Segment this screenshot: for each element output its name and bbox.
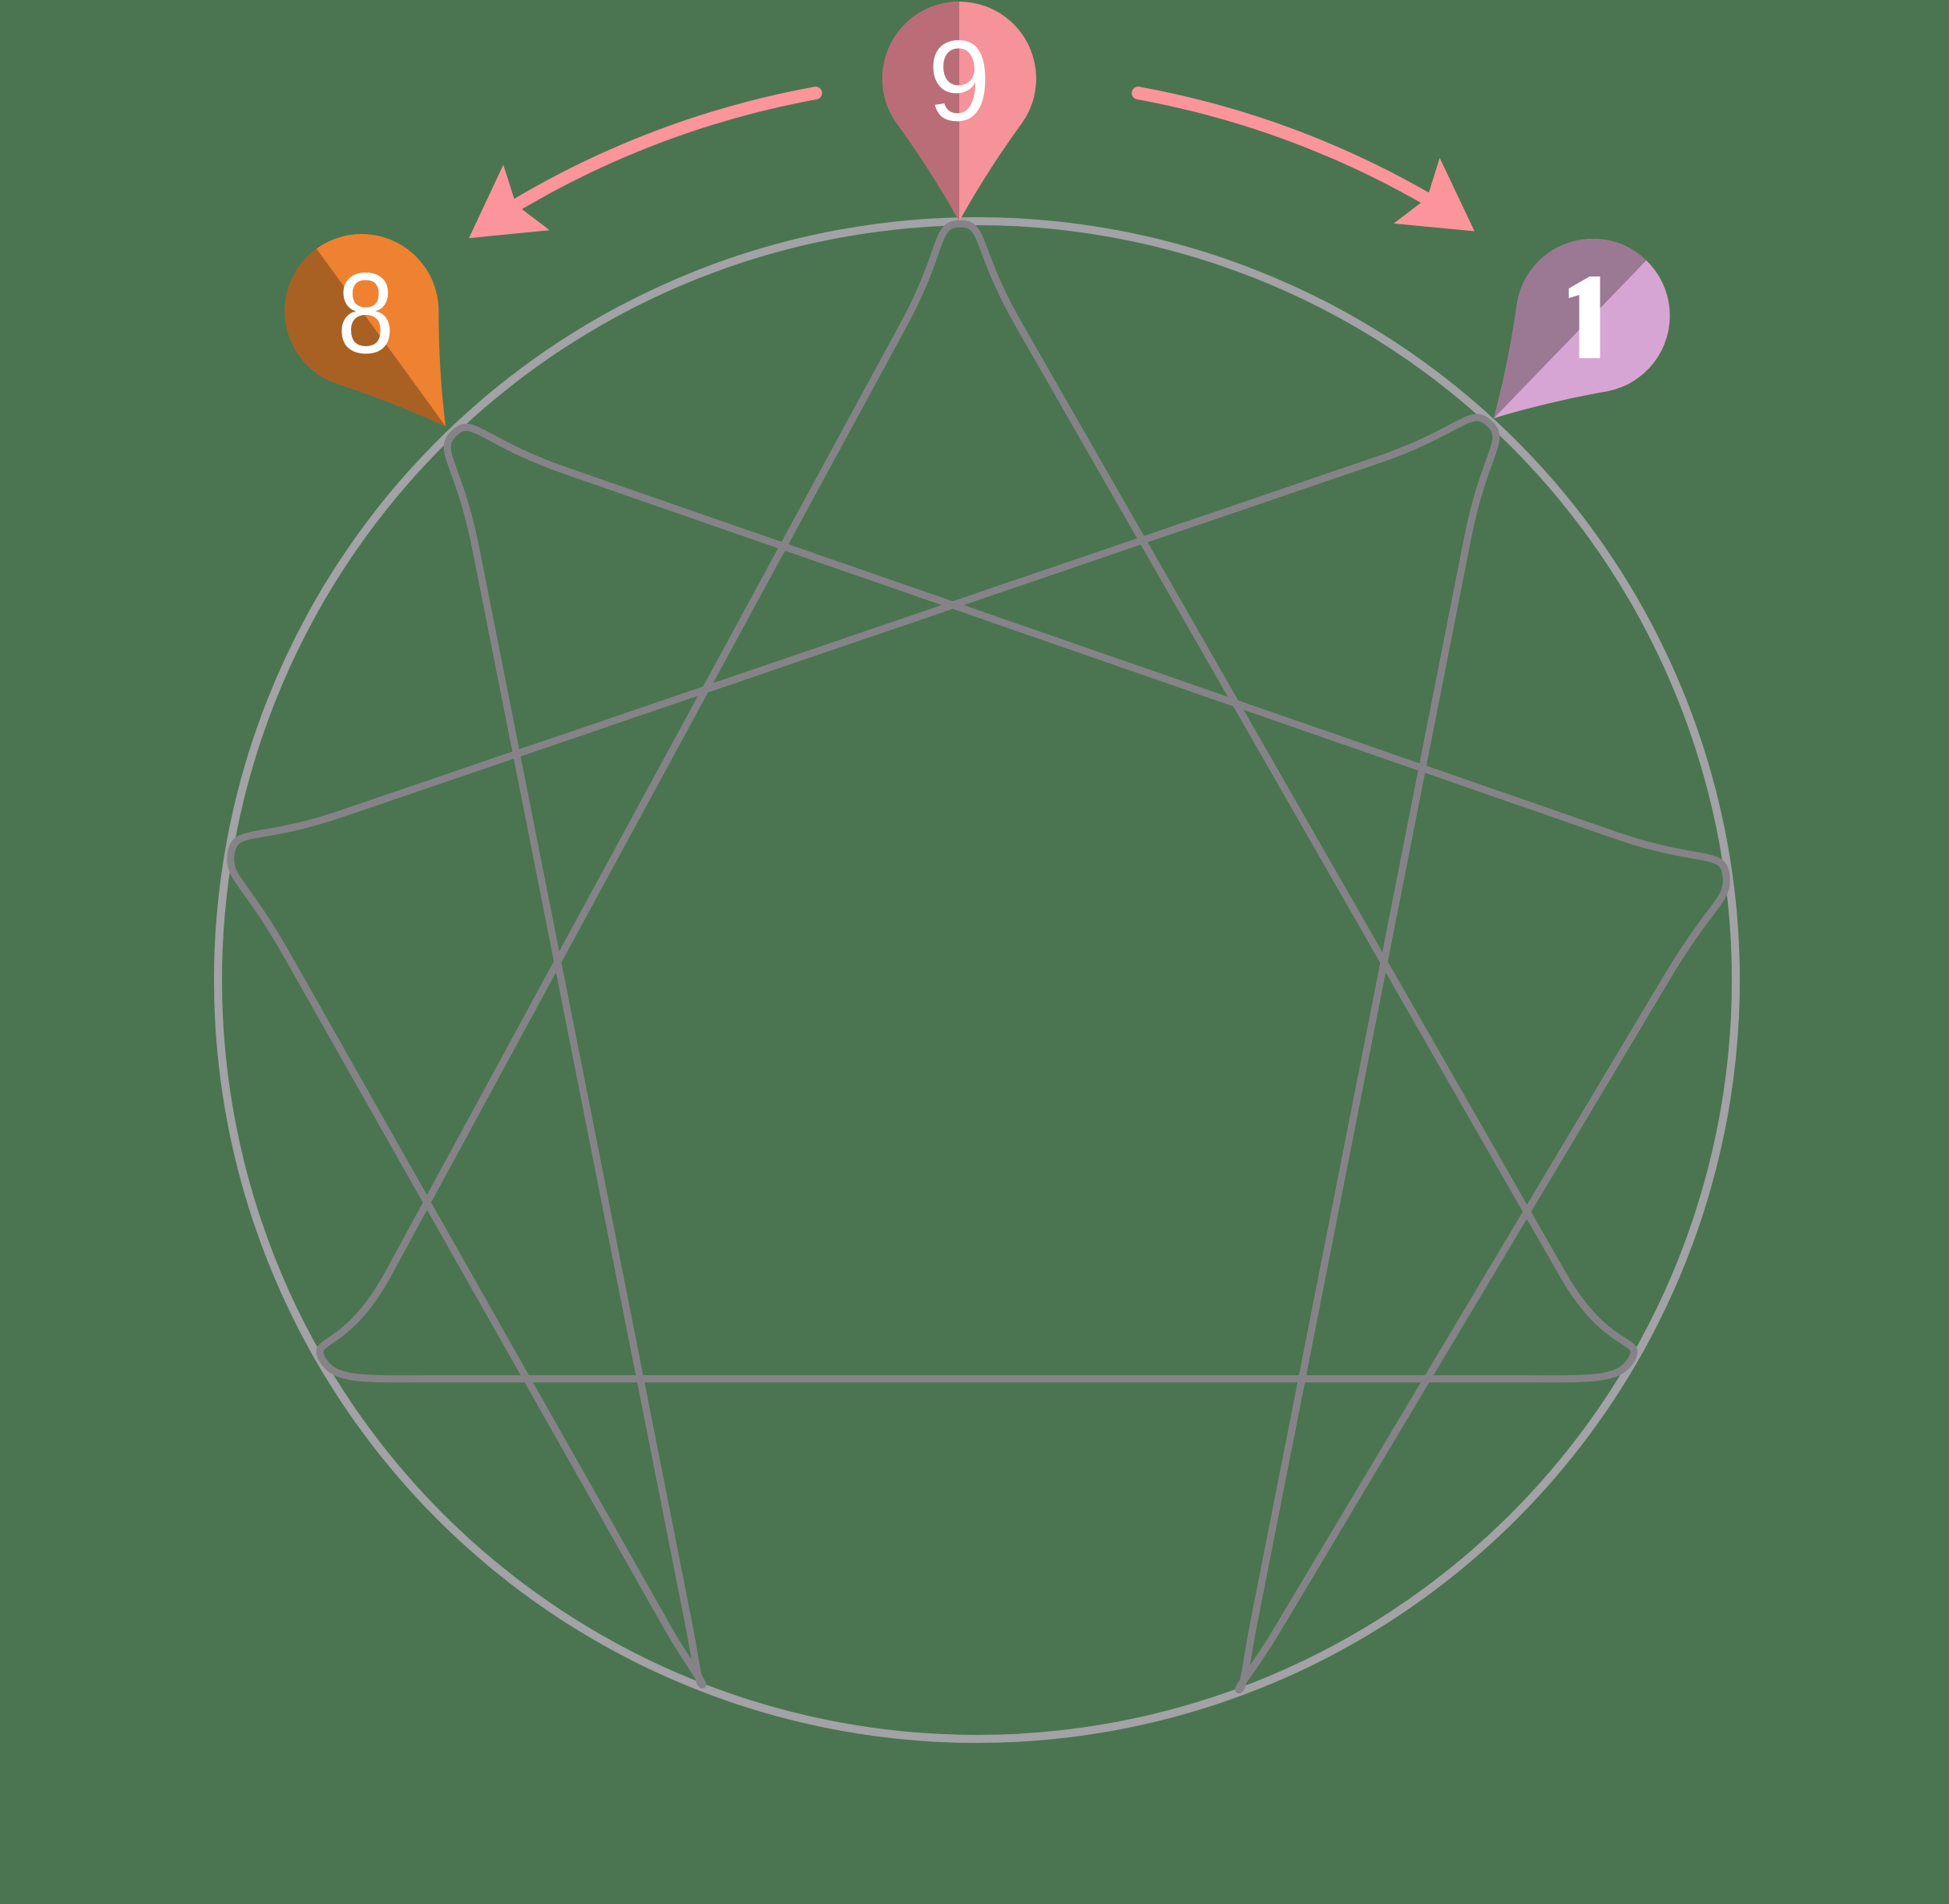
- svg-text:8: 8: [337, 250, 394, 377]
- svg-text:9: 9: [928, 18, 991, 145]
